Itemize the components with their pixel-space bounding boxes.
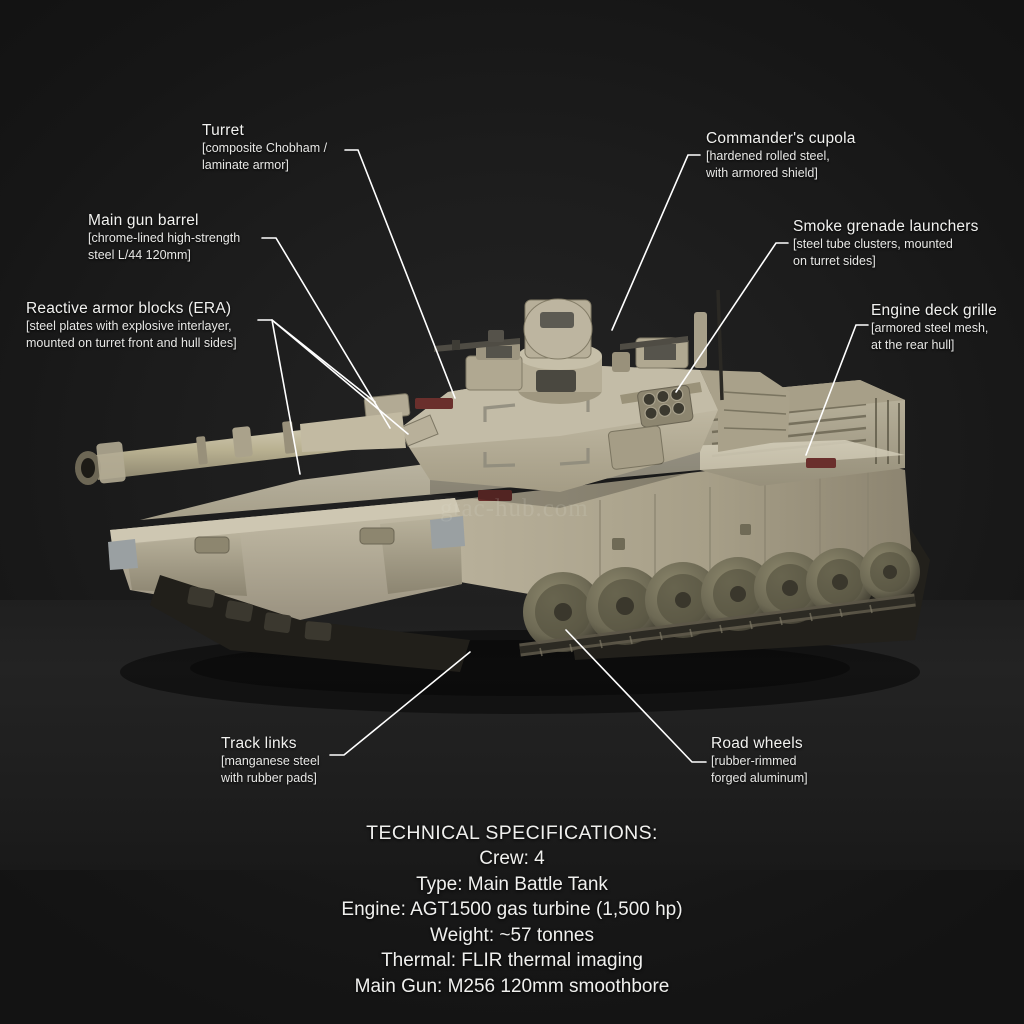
annotation-turret-title: Turret	[202, 122, 244, 139]
annotation-road-wheels-title: Road wheels	[711, 735, 803, 752]
specs-row-engine: Engine: AGT1500 gas turbine (1,500 hp)	[341, 899, 683, 920]
annotation-smoke-grenade-launchers: Smoke grenade launchers [steel tube clus…	[793, 218, 979, 268]
annotation-reactive-armor-blocks-title: Reactive armor blocks (ERA)	[26, 300, 232, 317]
annotation-turret: Turret [composite Chobham / laminate arm…	[202, 122, 327, 172]
annotation-engine-deck-grille: Engine deck grille [armored steel mesh, …	[871, 302, 997, 352]
specs-row-crew: Crew: 4	[479, 848, 545, 869]
annotation-reactive-armor-blocks: Reactive armor blocks (ERA) [steel plate…	[26, 300, 237, 350]
annotation-commanders-cupola: Commander's cupola [hardened rolled stee…	[706, 130, 856, 180]
annotation-commanders-cupola-detail-1: [hardened rolled steel,	[706, 149, 830, 163]
annotation-engine-deck-grille-detail-2: at the rear hull]	[871, 337, 955, 352]
annotation-road-wheels: Road wheels [rubber-rimmed forged alumin…	[711, 735, 808, 785]
specs-row-main-gun: Main Gun: M256 120mm smoothbore	[354, 975, 670, 997]
annotation-track-links-detail-1: [manganese steel	[221, 754, 320, 768]
annotation-smoke-grenade-launchers-detail-1: [steel tube clusters, mounted	[793, 237, 953, 251]
ground-plane	[0, 600, 1024, 870]
annotation-track-links-detail-2: with rubber pads]	[221, 770, 317, 785]
annotation-main-gun-barrel: Main gun barrel [chrome-lined high-stren…	[88, 212, 240, 262]
specs-row-type: Type: Main Battle Tank	[416, 873, 608, 895]
annotation-smoke-grenade-launchers-title: Smoke grenade launchers	[793, 218, 979, 235]
technical-specifications: TECHNICAL SPECIFICATIONS: Crew: 4 Type: …	[0, 820, 1024, 999]
annotation-engine-deck-grille-detail-1: [armored steel mesh,	[871, 321, 989, 335]
annotation-commanders-cupola-title: Commander's cupola	[706, 130, 856, 147]
annotation-commanders-cupola-detail-2: with armored shield]	[706, 165, 818, 180]
annotation-road-wheels-detail-2: forged aluminum]	[711, 770, 808, 785]
annotation-turret-detail-1: [composite Chobham /	[202, 141, 328, 155]
annotation-reactive-armor-blocks-detail-1: [steel plates with explosive interlayer,	[26, 319, 232, 333]
specs-row-thermal: Thermal: FLIR thermal imaging	[381, 950, 643, 971]
annotation-road-wheels-detail-1: [rubber-rimmed	[711, 754, 797, 768]
annotation-main-gun-barrel-title: Main gun barrel	[88, 212, 199, 229]
specs-heading: TECHNICAL SPECIFICATIONS:	[366, 822, 658, 844]
annotation-smoke-grenade-launchers-detail-2: on turret sides]	[793, 253, 876, 268]
annotation-engine-deck-grille-title: Engine deck grille	[871, 302, 997, 319]
annotation-main-gun-barrel-detail-1: [chrome-lined high-strength	[88, 231, 241, 245]
specs-row-weight: Weight: ~57 tonnes	[430, 924, 594, 946]
annotation-main-gun-barrel-detail-2: steel L/44 120mm]	[88, 247, 191, 262]
annotation-track-links: Track links [manganese steel with rubber…	[221, 735, 320, 785]
annotation-reactive-armor-blocks-detail-2: mounted on turret front and hull sides]	[26, 335, 237, 350]
annotation-turret-detail-2: laminate armor]	[202, 157, 289, 172]
annotation-track-links-title: Track links	[221, 735, 297, 752]
